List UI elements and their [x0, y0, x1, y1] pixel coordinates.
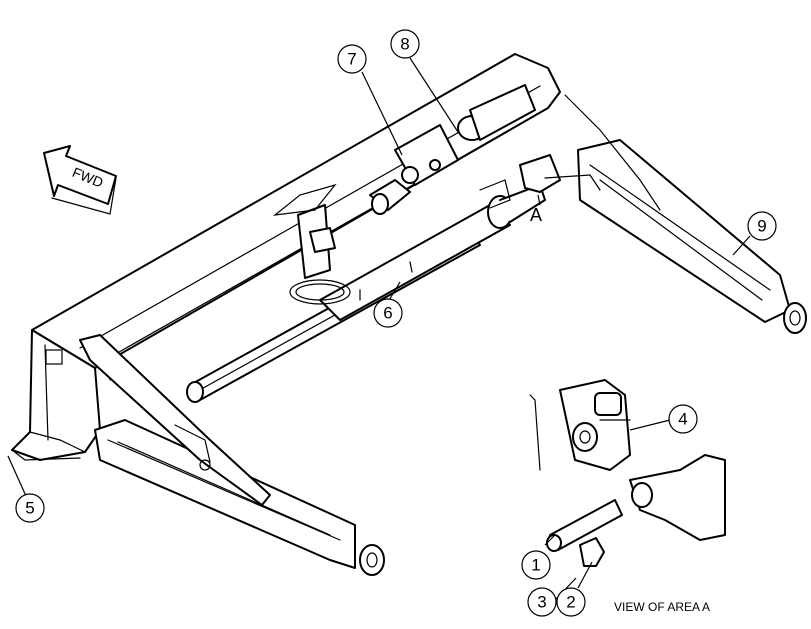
view-caption: VIEW OF AREA A	[614, 600, 710, 614]
callout-7: 7	[337, 44, 367, 74]
left-side-plate	[11, 329, 101, 461]
left-diagonal-brace	[79, 334, 271, 506]
callout-1-text: 1	[531, 556, 540, 575]
leader-2	[577, 561, 593, 589]
leader-7	[361, 71, 403, 156]
callout-2-text: 2	[566, 593, 575, 612]
leader-9	[732, 235, 751, 256]
center-post	[272, 183, 337, 279]
center-bracket	[479, 154, 601, 209]
fwd-arrow-icon	[43, 145, 117, 215]
callout-5: 5	[15, 493, 45, 523]
leader-5	[7, 455, 27, 497]
hose-loop	[289, 279, 351, 305]
callout-8-text: 8	[400, 35, 409, 54]
callout-3-text: 3	[537, 593, 546, 612]
callout-9-text: 9	[757, 217, 766, 236]
leader-a	[537, 194, 541, 206]
callout-9: 9	[747, 211, 777, 241]
callout-5-text: 5	[25, 499, 34, 518]
leader-4	[629, 419, 671, 431]
callout-4-text: 4	[678, 410, 687, 429]
callout-7-text: 7	[347, 50, 356, 69]
callout-3: 3	[527, 587, 557, 617]
left-push-arm	[94, 419, 385, 576]
detail-view-area-a	[529, 379, 726, 567]
callout-4: 4	[668, 404, 698, 434]
leader-8	[409, 57, 459, 133]
callout-6-text: 6	[383, 304, 392, 323]
valve-assembly	[369, 84, 536, 215]
leader-1	[544, 535, 555, 546]
right-push-arm	[564, 94, 807, 334]
callout-6: 6	[373, 298, 403, 328]
lift-cylinder	[319, 184, 546, 321]
area-a-label: A	[530, 205, 542, 225]
callout-8: 8	[390, 29, 420, 59]
callout-1: 1	[521, 550, 551, 580]
callout-2: 2	[556, 587, 586, 617]
